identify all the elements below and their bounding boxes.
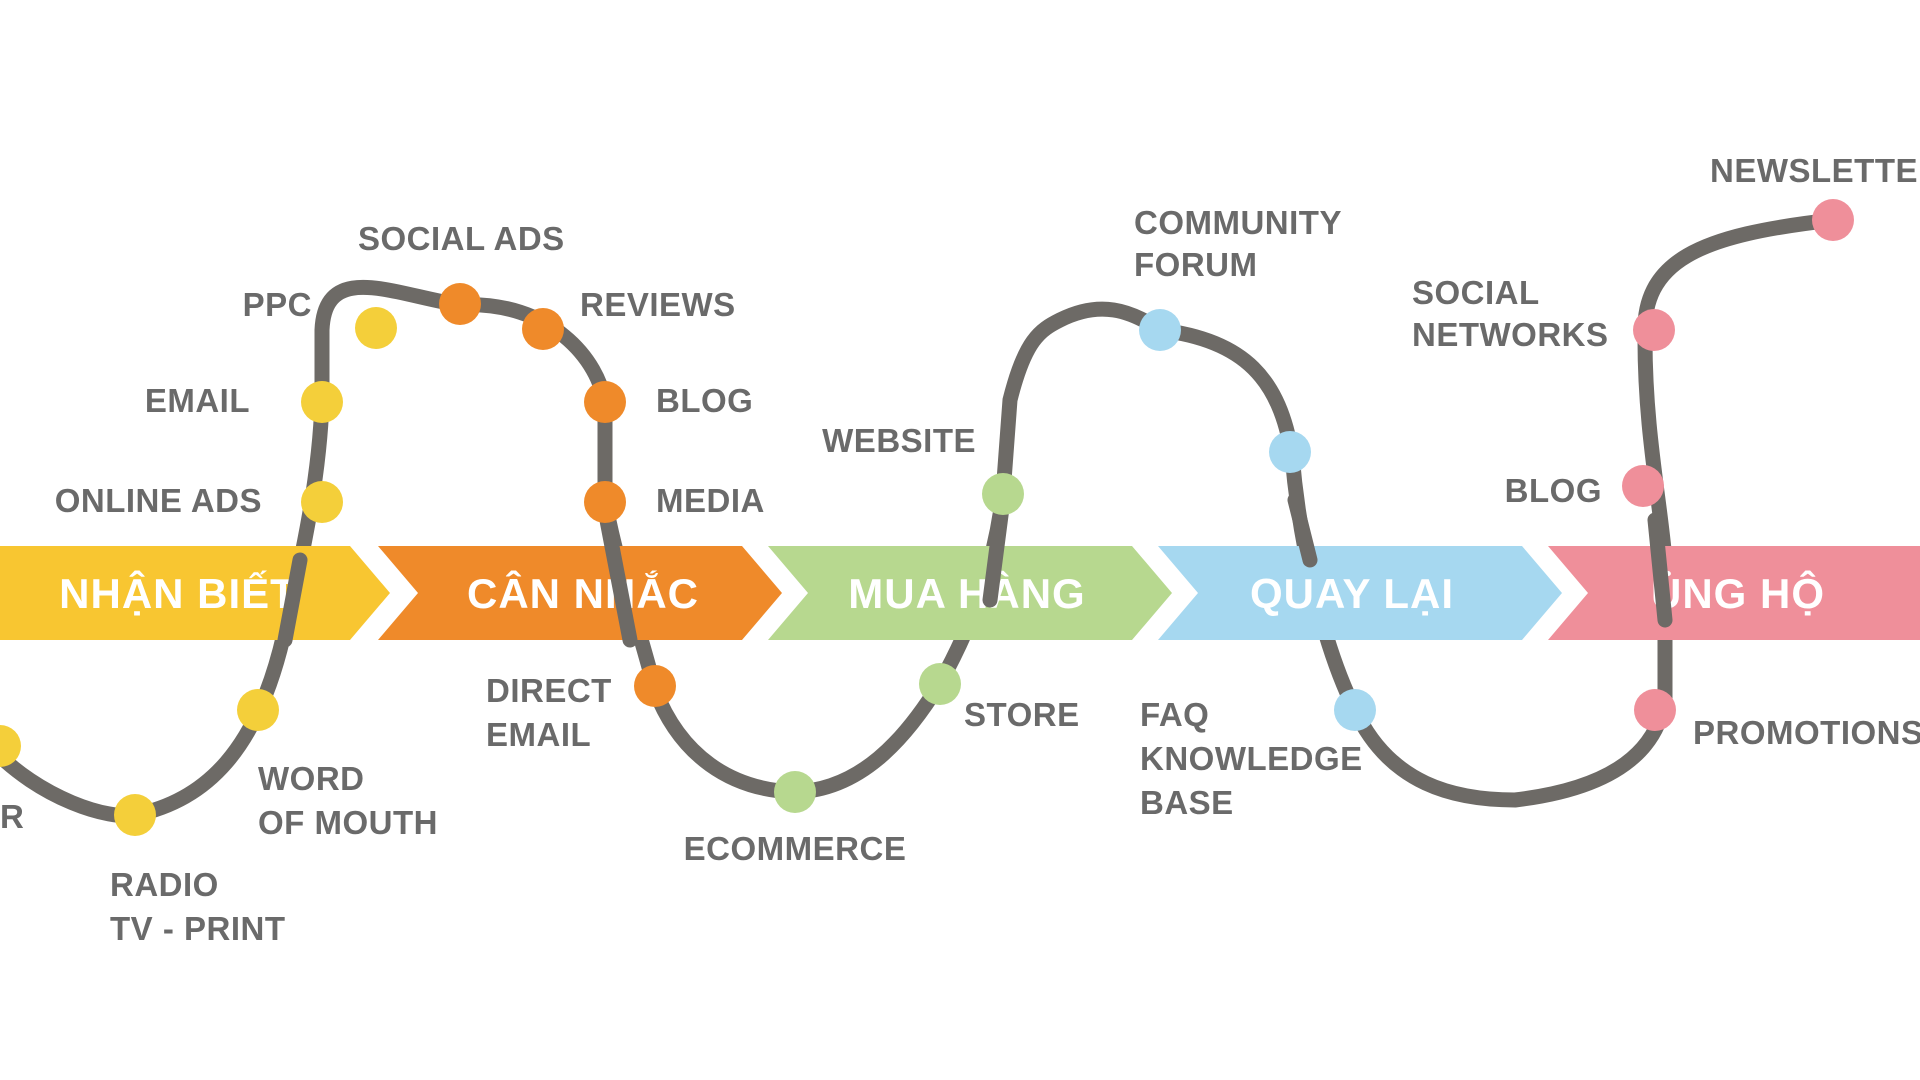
touchpoint-online-ads-label: ONLINE ADS bbox=[55, 482, 262, 519]
touchpoint-reviews-dot bbox=[522, 308, 564, 350]
touchpoint-social-ads-label: SOCIAL ADS bbox=[358, 220, 565, 257]
path-crossing-awareness bbox=[277, 552, 308, 648]
stage-purchase-arrow bbox=[768, 546, 1172, 640]
path-crossing-purchase bbox=[982, 492, 1011, 608]
touchpoint-social-ads-dot bbox=[439, 283, 481, 325]
touchpoint-blog-1-dot bbox=[584, 381, 626, 423]
stage-purchase-label: MUA HÀNG bbox=[848, 570, 1085, 617]
touchpoint-faq-knowledge-base-label: FAQ bbox=[1140, 696, 1209, 733]
touchpoint-store-dot bbox=[919, 663, 961, 705]
touchpoint-store-label: STORE bbox=[964, 696, 1080, 733]
touchpoint-media-label: MEDIA bbox=[656, 482, 765, 519]
touchpoint-website-label: WEBSITE bbox=[822, 422, 976, 459]
touchpoint-promotions-label: PROMOTIONS bbox=[1693, 714, 1920, 751]
touchpoint-social-networks-dot bbox=[1633, 309, 1675, 351]
touchpoint-ppc-dot bbox=[355, 307, 397, 349]
stage-awareness-label: NHẬN BIẾT bbox=[59, 569, 297, 617]
path-crossing-consideration bbox=[597, 502, 638, 648]
touchpoint-online-ads-dot bbox=[301, 481, 343, 523]
touchpoint-direct-email-dot bbox=[634, 665, 676, 707]
touchpoint-reviews-label: REVIEWS bbox=[580, 286, 736, 323]
touchpoint-newsletter-dot bbox=[1812, 199, 1854, 241]
touchpoint-community-forum-label: COMMUNITY bbox=[1134, 204, 1342, 241]
touchpoint-labels: ONLINE ADS EMAIL PPC SOCIAL ADS REVIEWS … bbox=[0, 152, 1920, 947]
stage-return: QUAY LẠI bbox=[1158, 546, 1562, 640]
touchpoint-radio-tv-print-label-line-2: TV - PRINT bbox=[110, 910, 286, 947]
touchpoint-promotions-dot bbox=[1634, 689, 1676, 731]
stage-consideration: CÂN NHẮC bbox=[378, 546, 782, 640]
path-crossing-advocacy bbox=[1647, 512, 1673, 628]
touchpoint-website-dot bbox=[982, 473, 1024, 515]
journey-path-front bbox=[277, 492, 1673, 648]
touchpoint-blog-2-label: BLOG bbox=[1505, 472, 1602, 509]
touchpoint-newsletter-label: NEWSLETTER bbox=[1710, 152, 1920, 189]
stage-awareness: NHẬN BIẾT bbox=[0, 546, 390, 640]
stage-band: NHẬN BIẾT CÂN NHẮC MUA HÀNG QUAY LẠI ỦNG… bbox=[0, 546, 1920, 640]
touchpoint-return-dot bbox=[1269, 431, 1311, 473]
touchpoint-outdoor-label: R bbox=[0, 798, 24, 835]
touchpoint-ppc-label: PPC bbox=[243, 286, 312, 323]
touchpoint-faq-knowledge-base-label-line-3: BASE bbox=[1140, 784, 1234, 821]
stage-consideration-arrow bbox=[378, 546, 782, 640]
touchpoint-media-dot bbox=[584, 481, 626, 523]
stage-advocacy: ỦNG HỘ bbox=[1548, 546, 1920, 640]
touchpoint-word-of-mouth-label-line-2: OF MOUTH bbox=[258, 804, 438, 841]
touchpoint-radio-tv-print-label: RADIO bbox=[110, 866, 219, 903]
stage-return-arrow bbox=[1158, 546, 1562, 640]
touchpoint-direct-email-label-line-2: EMAIL bbox=[486, 716, 591, 753]
stage-advocacy-arrow bbox=[1548, 546, 1920, 640]
touchpoint-ecommerce-dot bbox=[774, 771, 816, 813]
touchpoint-email-dot bbox=[301, 381, 343, 423]
touchpoint-faq-knowledge-base-dot bbox=[1334, 689, 1376, 731]
touchpoint-email-label: EMAIL bbox=[145, 382, 250, 419]
touchpoint-direct-email-label: DIRECT bbox=[486, 672, 612, 709]
stage-advocacy-label: ỦNG HỘ bbox=[1651, 569, 1825, 617]
path-crossing-return bbox=[1287, 492, 1318, 568]
touchpoint-community-forum-dot bbox=[1139, 309, 1181, 351]
touchpoint-ecommerce-label: ECOMMERCE bbox=[684, 830, 907, 867]
touchpoint-blog-2-dot bbox=[1622, 465, 1664, 507]
stage-purchase: MUA HÀNG bbox=[768, 546, 1172, 640]
touchpoint-community-forum-label-line-2: FORUM bbox=[1134, 246, 1257, 283]
touchpoint-blog-1-label: BLOG bbox=[656, 382, 753, 419]
touchpoint-outdoor-dot bbox=[0, 725, 21, 767]
touchpoints bbox=[0, 199, 1854, 836]
touchpoint-social-networks-label: SOCIAL bbox=[1412, 274, 1540, 311]
stage-consideration-label: CÂN NHẮC bbox=[467, 569, 699, 617]
touchpoint-faq-knowledge-base-label-line-2: KNOWLEDGE bbox=[1140, 740, 1363, 777]
touchpoint-word-of-mouth-label: WORD bbox=[258, 760, 364, 797]
touchpoint-social-networks-label-line-2: NETWORKS bbox=[1412, 316, 1609, 353]
stage-return-label: QUAY LẠI bbox=[1250, 570, 1454, 617]
touchpoint-word-of-mouth-dot bbox=[237, 689, 279, 731]
touchpoint-radio-tv-print-dot bbox=[114, 794, 156, 836]
